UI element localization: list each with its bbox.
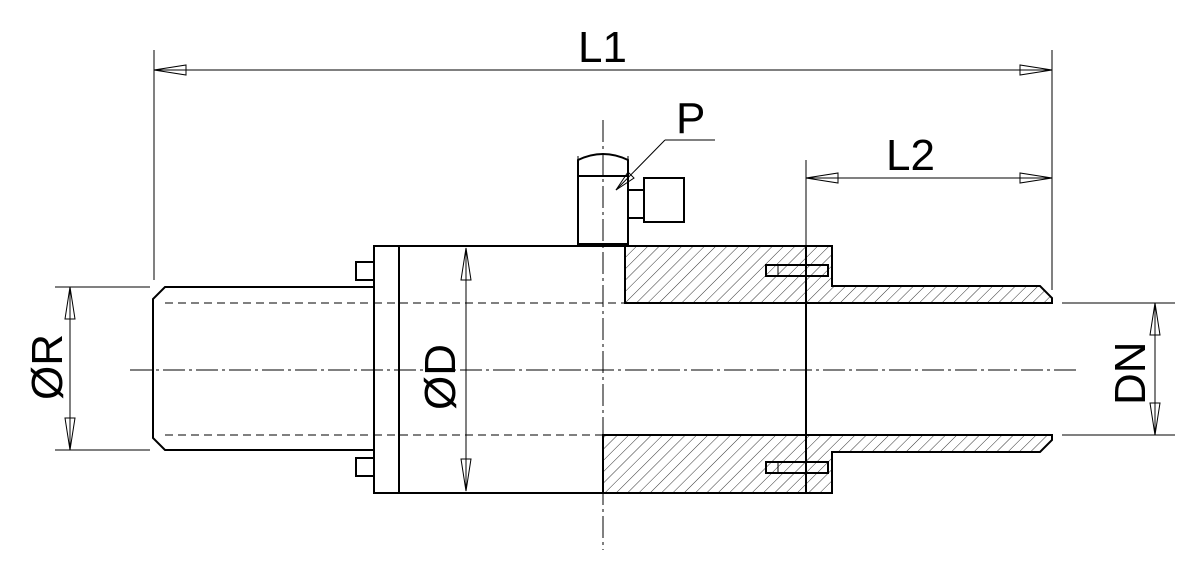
- l2-label: L2: [886, 131, 935, 180]
- od-label: ØD: [416, 344, 465, 410]
- pressure-port: P: [577, 94, 715, 245]
- section-hatch: [602, 245, 1053, 494]
- flange-bolts: [765, 264, 829, 474]
- dimension-or: ØR: [23, 286, 150, 451]
- dimension-l2: L2: [805, 131, 1053, 250]
- left-bolts: [355, 261, 375, 477]
- dimension-l1: L1: [153, 23, 1053, 290]
- piston-rod: [152, 286, 374, 451]
- dimension-dn: DN: [1062, 302, 1175, 436]
- l1-label: L1: [578, 23, 627, 72]
- p-label: P: [676, 94, 705, 143]
- dimension-od: ØD: [416, 247, 472, 492]
- or-label: ØR: [23, 334, 72, 400]
- cylinder-body: [373, 245, 807, 494]
- dn-label: DN: [1106, 341, 1155, 405]
